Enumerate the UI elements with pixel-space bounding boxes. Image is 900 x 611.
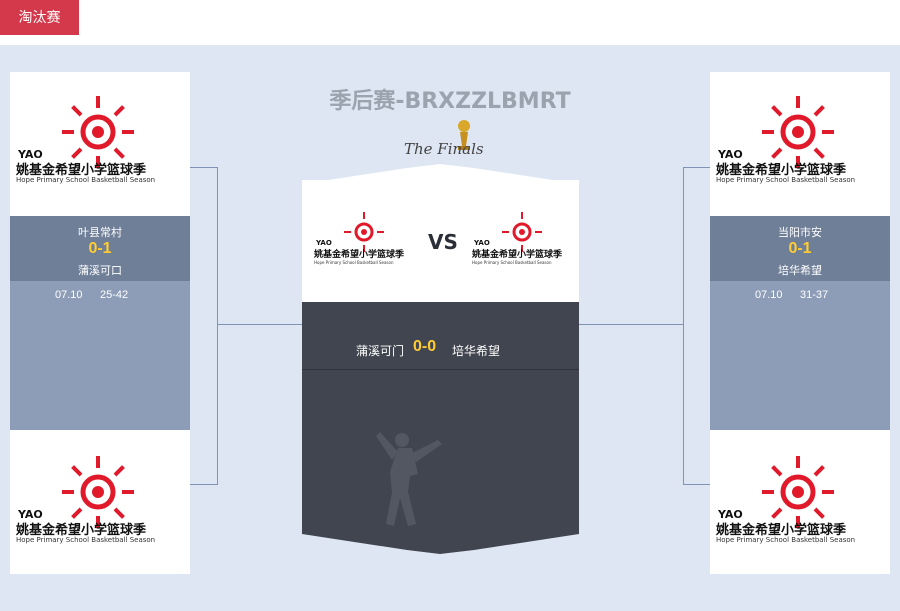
spiral-sun-icon <box>502 212 542 252</box>
logo-yao-text: YAO <box>718 508 743 521</box>
finals-logo-text: The Finals <box>404 140 484 158</box>
logo-en-text: Hope Primary School Basketball Season <box>314 260 394 265</box>
team-logo: YAO 姚基金希望小学篮球季 Hope Primary School Baske… <box>716 452 886 562</box>
logo-en-text: Hope Primary School Basketball Season <box>716 176 856 184</box>
team-card[interactable]: YAO 姚基金希望小学篮球季 Hope Primary School Baske… <box>10 72 190 217</box>
match-score: 0-1 <box>788 240 812 257</box>
final-team-right: 培华希望 <box>452 344 501 358</box>
bracket-line <box>217 167 218 485</box>
logo-yao-text: YAO <box>18 508 43 521</box>
team2-name: 培华希望 <box>778 265 822 277</box>
basketball-player-silhouette-icon <box>376 432 442 526</box>
final-score-row[interactable]: 蒲溪可门 0-0 培华希望 <box>302 302 579 370</box>
logo-en-text: Hope Primary School Basketball Season <box>16 176 156 184</box>
logo-yao-text: YAO <box>18 148 43 161</box>
logo-cn-text: 姚基金希望小学篮球季 <box>716 163 847 178</box>
logo-cn-text: 姚基金希望小学篮球季 <box>472 250 563 260</box>
match-score-band[interactable]: 当阳市安 0-1 培华希望 <box>710 216 890 281</box>
final-teams-panel: YAO 姚基金希望小学篮球季 Hope Primary School Baske… <box>302 180 579 302</box>
trophy-icon <box>458 120 470 150</box>
match-detail: 07.10 25-42 <box>10 281 190 430</box>
match-score-band[interactable]: 叶县常村 0-1 蒲溪可口 <box>10 216 190 281</box>
final-team-left: 蒲溪可门 <box>356 344 405 358</box>
bracket-line <box>190 167 218 168</box>
match-detail: 07.10 31-37 <box>710 281 890 430</box>
logo-en-text: Hope Primary School Basketball Season <box>716 536 856 544</box>
team-card[interactable]: YAO 姚基金希望小学篮球季 Hope Primary School Baske… <box>710 72 890 217</box>
team-card[interactable]: YAO 姚基金希望小学篮球季 Hope Primary School Baske… <box>10 430 190 574</box>
team-card[interactable]: YAO 姚基金希望小学篮球季 Hope Primary School Baske… <box>710 430 890 574</box>
team1-name: 叶县常村 <box>78 227 122 239</box>
spiral-sun-icon <box>62 96 134 168</box>
match-result: 25-42 <box>100 289 129 301</box>
bracket-line <box>190 484 218 485</box>
final-match-card[interactable]: YAO 姚基金希望小学篮球季 Hope Primary School Baske… <box>302 180 579 534</box>
finals-logo: The Finals <box>402 118 492 166</box>
logo-yao-text: YAO <box>718 148 743 161</box>
logo-en-text: Hope Primary School Basketball Season <box>16 536 156 544</box>
bracket-line <box>683 484 710 485</box>
spiral-sun-icon <box>62 456 134 528</box>
bracket-line <box>217 324 303 325</box>
final-score: 0-0 <box>413 338 437 355</box>
bracket-line <box>579 324 684 325</box>
team-logo: YAO 姚基金希望小学篮球季 Hope Primary School Baske… <box>16 92 186 202</box>
versus-label: VS <box>428 230 458 254</box>
logo-cn-text: 姚基金希望小学篮球季 <box>314 250 405 260</box>
logo-yao-text: YAO <box>316 239 332 247</box>
spiral-sun-icon <box>762 456 834 528</box>
match-date: 07.10 <box>755 289 783 301</box>
team-logo: YAO 姚基金希望小学篮球季 Hope Primary School Baske… <box>716 92 886 202</box>
bracket-line <box>683 167 710 168</box>
bracket-title: 季后赛-BRXZZLBMRT <box>329 89 571 114</box>
spiral-sun-icon <box>762 96 834 168</box>
final-footer-chevron <box>302 534 579 554</box>
match-score: 0-1 <box>88 240 112 257</box>
team-logo: YAO 姚基金希望小学篮球季 Hope Primary School Baske… <box>16 452 186 562</box>
logo-en-text: Hope Primary School Basketball Season <box>472 260 552 265</box>
team1-name: 当阳市安 <box>778 227 822 239</box>
match-date: 07.10 <box>55 289 83 301</box>
logo-cn-text: 姚基金希望小学篮球季 <box>16 163 147 178</box>
logo-yao-text: YAO <box>474 239 490 247</box>
spiral-sun-icon <box>344 212 384 252</box>
team2-name: 蒲溪可口 <box>78 265 122 277</box>
logo-cn-text: 姚基金希望小学篮球季 <box>716 523 847 538</box>
logo-cn-text: 姚基金希望小学篮球季 <box>16 523 147 538</box>
team-logo: YAO 姚基金希望小学篮球季 Hope Primary School Baske… <box>468 212 578 282</box>
bracket-line <box>683 167 684 485</box>
match-result: 31-37 <box>800 289 829 301</box>
team-logo: YAO 姚基金希望小学篮球季 Hope Primary School Baske… <box>310 212 420 282</box>
final-score-panel: 蒲溪可门 0-0 培华希望 <box>302 302 579 534</box>
final-header-chevron <box>302 164 579 184</box>
tab-knockout[interactable]: 淘汰赛 <box>0 0 79 35</box>
